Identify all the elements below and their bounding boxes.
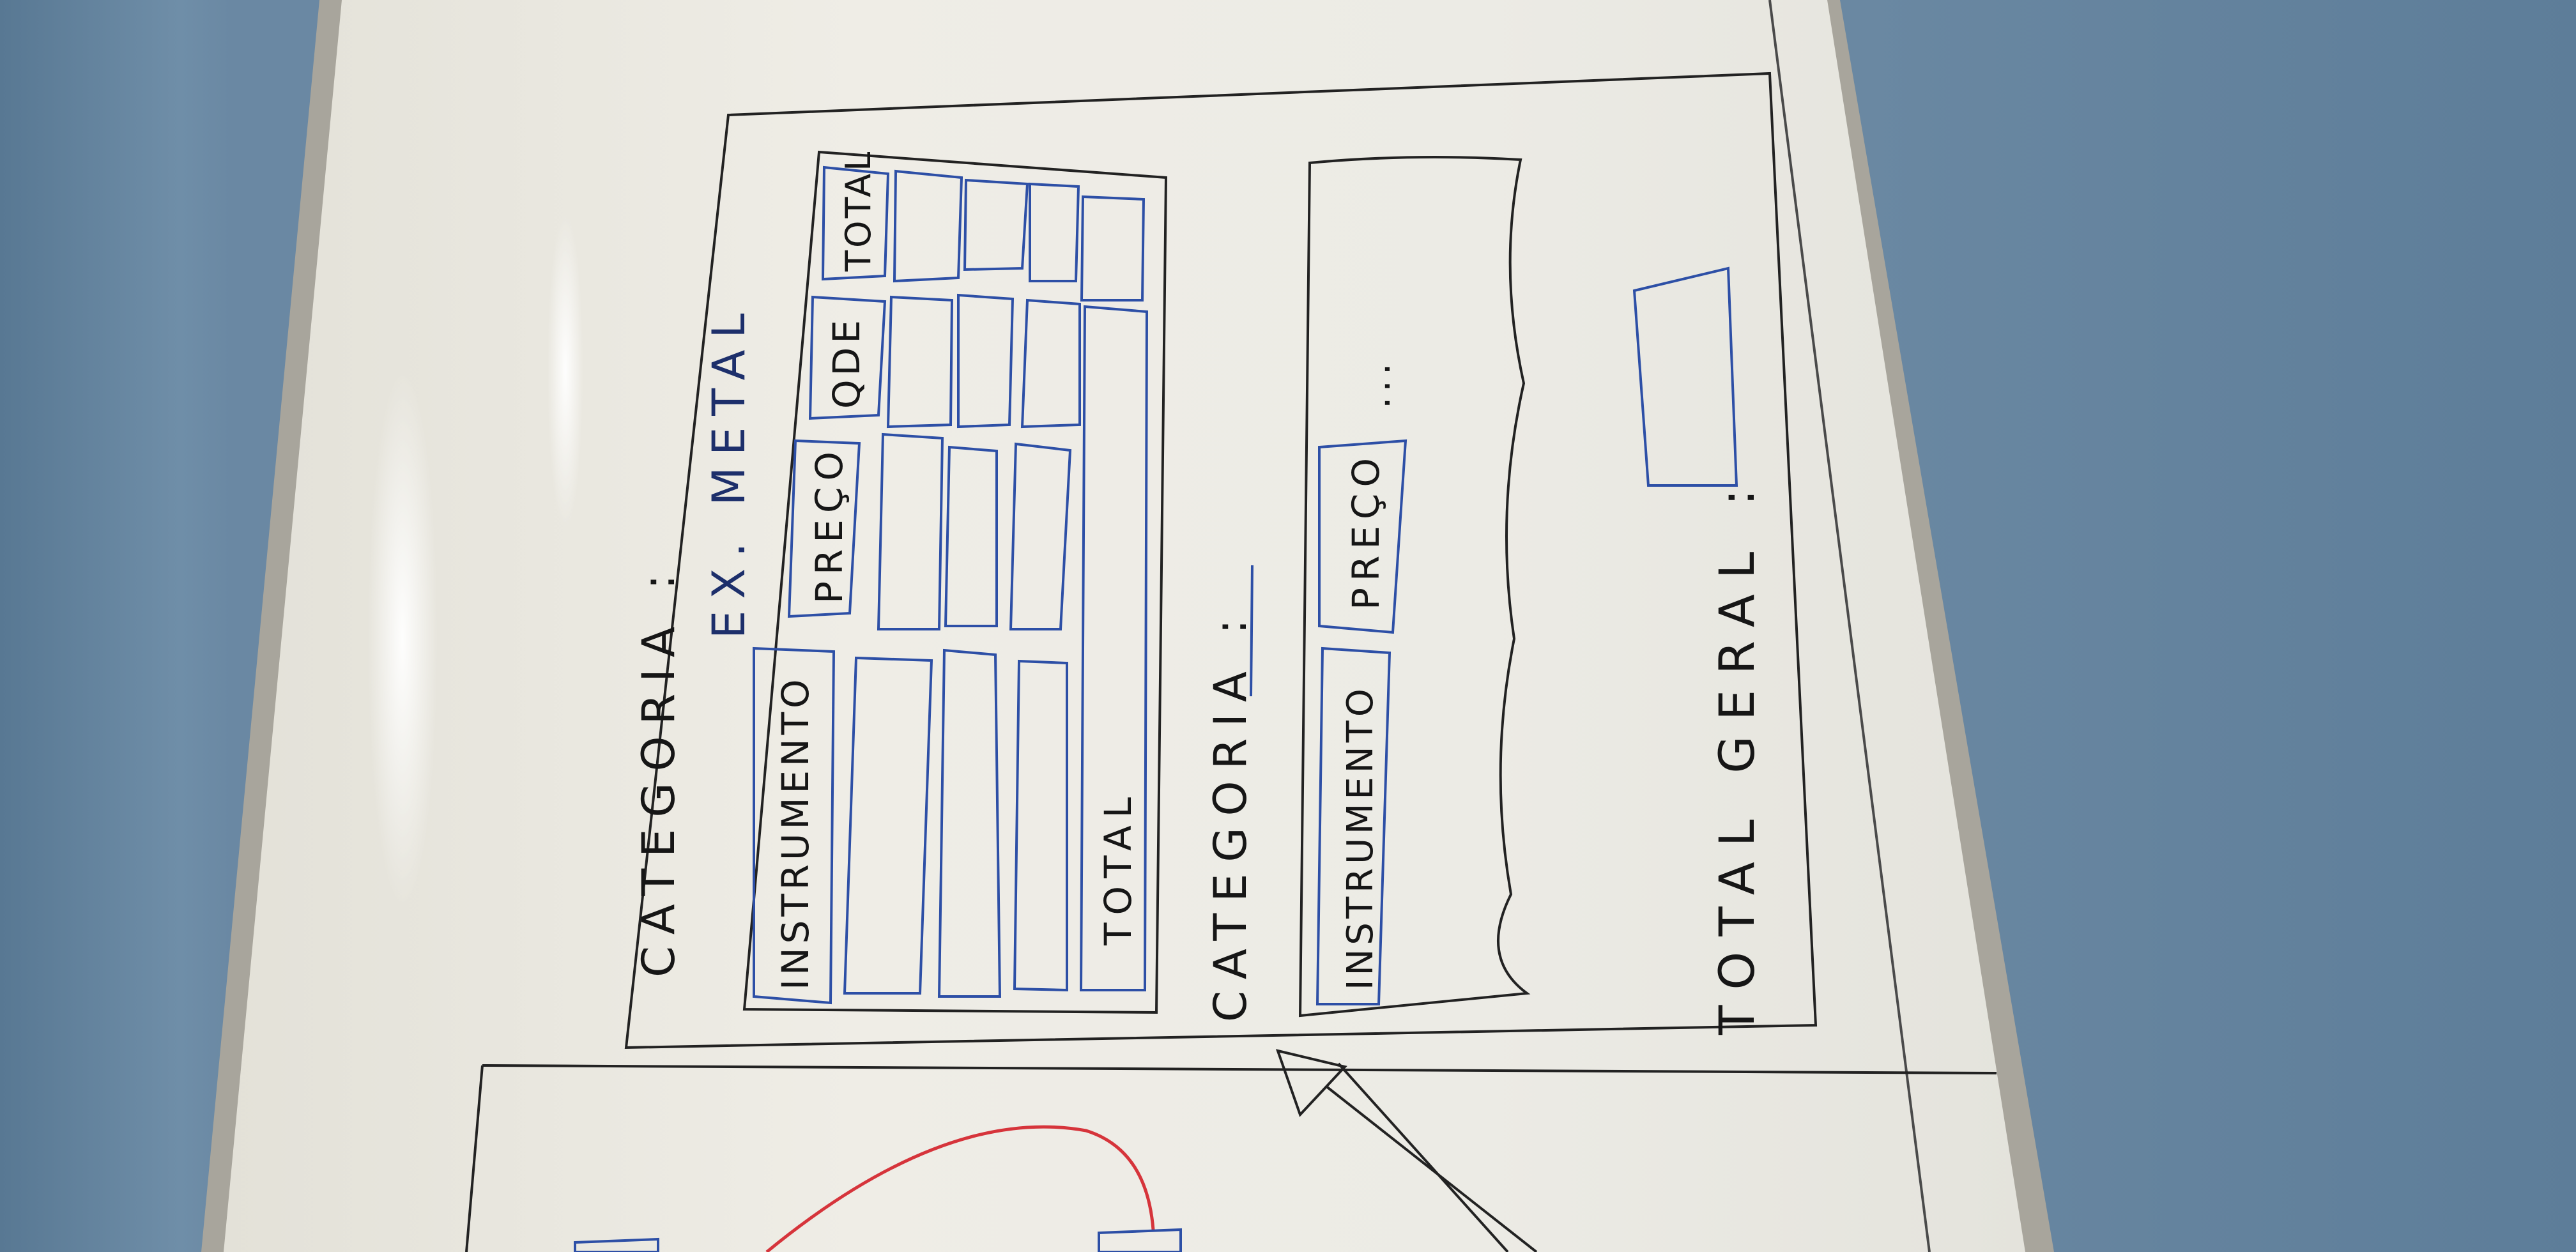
cell-r3-c3 (1020, 298, 1081, 429)
header-preco-box-2 (1318, 439, 1407, 634)
header-preco-label-2: PREÇO (1344, 452, 1388, 610)
cell-r3-c1 (1013, 659, 1068, 992)
grand-total-box (1632, 266, 1738, 487)
light-glare-1 (367, 370, 438, 907)
cell-r1-c1 (843, 656, 933, 995)
cell-r1-c2 (877, 432, 944, 630)
cell-r2-c3 (957, 293, 1015, 429)
board-edge-line (1768, 0, 1931, 1252)
total-cell-top (1080, 195, 1146, 302)
light-glare-2 (548, 211, 583, 530)
arrow-shaft-2 (1337, 1062, 1509, 1252)
board-surface (224, 0, 2025, 1252)
category-label-2: CATEGORIA : (1204, 607, 1257, 1022)
lower-box-left (574, 1237, 659, 1252)
cell-r2-c1 (937, 648, 1002, 998)
lower-panel-left-line (465, 1065, 484, 1252)
header-qde-box (808, 295, 887, 420)
header-total-label: TOTAL (838, 149, 878, 272)
category-example: EX. METAL (703, 302, 755, 639)
whiteboard (201, 0, 2054, 1252)
total-row-box (1079, 305, 1149, 991)
red-curve (765, 1125, 1155, 1252)
footer-total-label: TOTAL (1096, 790, 1140, 946)
arrow-head (1275, 1049, 1347, 1117)
header-more-label: ... (1355, 358, 1399, 409)
arrow-shaft-1 (1324, 1085, 1538, 1252)
header-total-box (821, 165, 890, 281)
header-preco-label: PREÇO (808, 445, 851, 604)
category-blank-line (1250, 565, 1254, 697)
header-qde-label: QDE (825, 316, 868, 409)
outer-sketch-frame (465, 72, 1997, 1252)
cell-r2-c4 (963, 178, 1029, 271)
cell-r1-c4 (893, 169, 963, 283)
header-instrumento-box-2 (1315, 646, 1392, 1005)
table-1-outline (742, 150, 1168, 1014)
header-preco-box (787, 439, 861, 618)
grand-total-label: TOTAL GERAL : (1708, 474, 1765, 1035)
cell-r2-c2 (944, 445, 998, 627)
cell-r3-c2 (1009, 442, 1072, 630)
header-instrumento-box (753, 646, 836, 1005)
category-label-1: CATEGORIA : (632, 563, 685, 977)
cell-r1-c3 (886, 295, 954, 429)
outer-frame-shape (624, 72, 1818, 1050)
header-instrumento-label: INSTRUMENTO (774, 675, 817, 990)
cell-r3-c4 (1029, 182, 1080, 282)
section-1-table (742, 150, 1168, 1014)
section-2-table (1298, 156, 1531, 1018)
arrow (1275, 1049, 1538, 1252)
header-instrumento-label-2: INSTRUMENTO (1340, 685, 1381, 990)
lower-box-right (1098, 1228, 1182, 1252)
lower-panel-line (482, 1064, 1997, 1074)
table-2-outline-torn (1298, 156, 1531, 1018)
